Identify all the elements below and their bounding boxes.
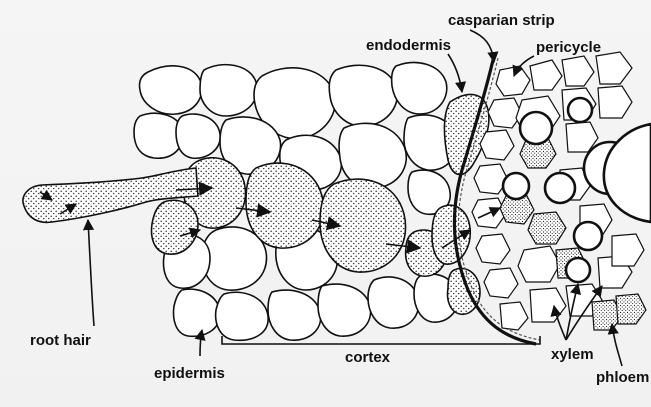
casparian-strip-label: casparian strip (448, 12, 555, 29)
endodermis-label: endodermis (366, 37, 451, 54)
cortex-bracket (222, 336, 540, 344)
central-vessel (604, 124, 651, 222)
pericycle-label: pericycle (536, 39, 601, 56)
phloem-label: phloem (596, 369, 649, 386)
cortex-label: cortex (345, 349, 391, 366)
epidermis-label: epidermis (154, 365, 225, 382)
xylem-label: xylem (551, 346, 594, 363)
root-hair-label: root hair (30, 332, 91, 349)
